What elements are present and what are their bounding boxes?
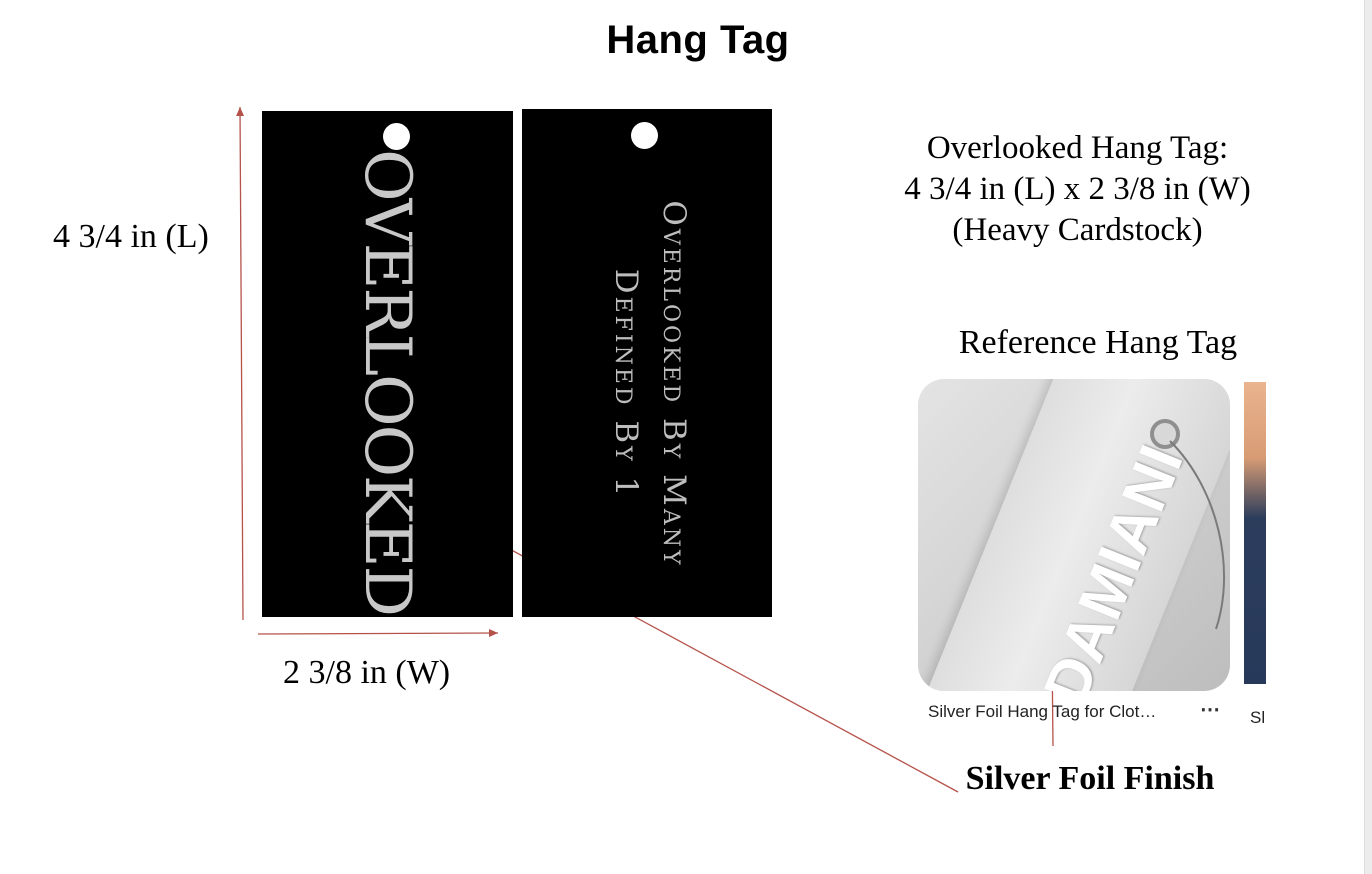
back-tag (522, 109, 772, 617)
string-icon (1169, 440, 1226, 630)
tag-hole (631, 122, 658, 149)
reference-title: Reference Hang Tag (958, 324, 1238, 361)
eyelet-icon (1150, 419, 1180, 449)
tag-slogan: Overlooked By Many Defined By 1 (602, 124, 698, 644)
length-arrow (236, 106, 245, 621)
length-label: 4 3/4 in (L) (53, 218, 209, 255)
reference-photo[interactable]: DAMIANI (918, 379, 1230, 691)
reference-caption[interactable]: Silver Foil Hang Tag for Clot… (928, 702, 1157, 721)
reference-photo-2[interactable] (1244, 382, 1266, 684)
width-label: 2 3/8 in (W) (283, 654, 451, 691)
width-arrow (257, 629, 499, 638)
tag-hole (383, 123, 410, 150)
spec-line-1: Overlooked Hang Tag: (926, 130, 1229, 166)
slogan-line-1: Overlooked By Many (656, 200, 692, 568)
finish-label: Silver Foil Finish (965, 760, 1215, 797)
spec-line-3: (Heavy Cardstock) (952, 212, 1203, 248)
ellipsis-icon[interactable]: ⋯ (1200, 699, 1220, 721)
vertical-scrollbar[interactable] (1364, 0, 1372, 874)
reference-caption-2[interactable]: Sl (1250, 708, 1266, 727)
tag-logo: OVERLOOKED (350, 149, 424, 615)
page-title: Hang Tag (606, 18, 790, 62)
front-tag (262, 111, 513, 617)
spec-line-2: 4 3/4 in (L) x 2 3/8 in (W) (904, 171, 1251, 207)
tag-specification: Overlooked Hang Tag: 4 3/4 in (L) x 2 3/… (870, 128, 1285, 251)
slogan-line-2: Defined By 1 (608, 268, 644, 500)
